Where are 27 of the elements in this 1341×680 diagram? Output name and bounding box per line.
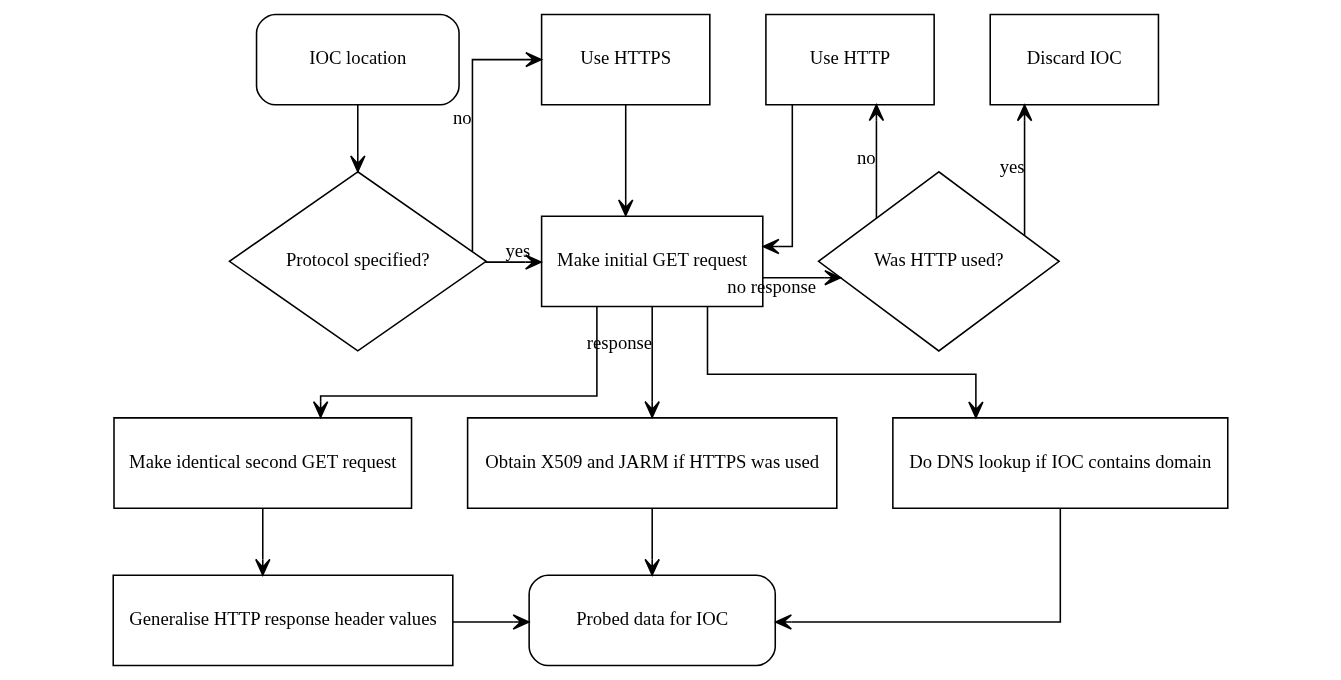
- node-box: Use HTTPS: [540, 13, 711, 106]
- node-box: Make identical second GET request: [113, 417, 413, 509]
- node-box: Use HTTP: [765, 13, 935, 106]
- edge-label: no: [856, 146, 876, 168]
- node-box: Obtain X509 and JARM if HTTPS was used: [466, 417, 838, 509]
- arrow: [617, 104, 634, 217]
- arrow: [255, 507, 271, 576]
- arrow: [706, 305, 984, 419]
- arrow: [762, 104, 794, 255]
- node-box: Probed data for IOC: [528, 574, 777, 667]
- node-box: IOC location: [255, 13, 460, 106]
- node-box: Generalise HTTP response header values: [112, 574, 454, 667]
- arrow: [774, 507, 1062, 630]
- arrow: [484, 254, 542, 270]
- arrow: [868, 104, 885, 219]
- edge-label: no: [452, 106, 472, 128]
- arrow: [452, 614, 530, 630]
- edge-label: yes: [505, 239, 531, 261]
- arrow: [350, 104, 366, 173]
- node-box: Discard IOC: [989, 13, 1160, 106]
- arrow: [312, 306, 598, 419]
- arrow: [1016, 104, 1033, 237]
- arrow: [644, 305, 660, 419]
- node-diamond: Protocol specified?: [228, 170, 488, 352]
- arrow: [471, 51, 543, 253]
- node-box: Do DNS lookup if IOC contains domain: [892, 417, 1229, 509]
- arrow: [644, 507, 660, 576]
